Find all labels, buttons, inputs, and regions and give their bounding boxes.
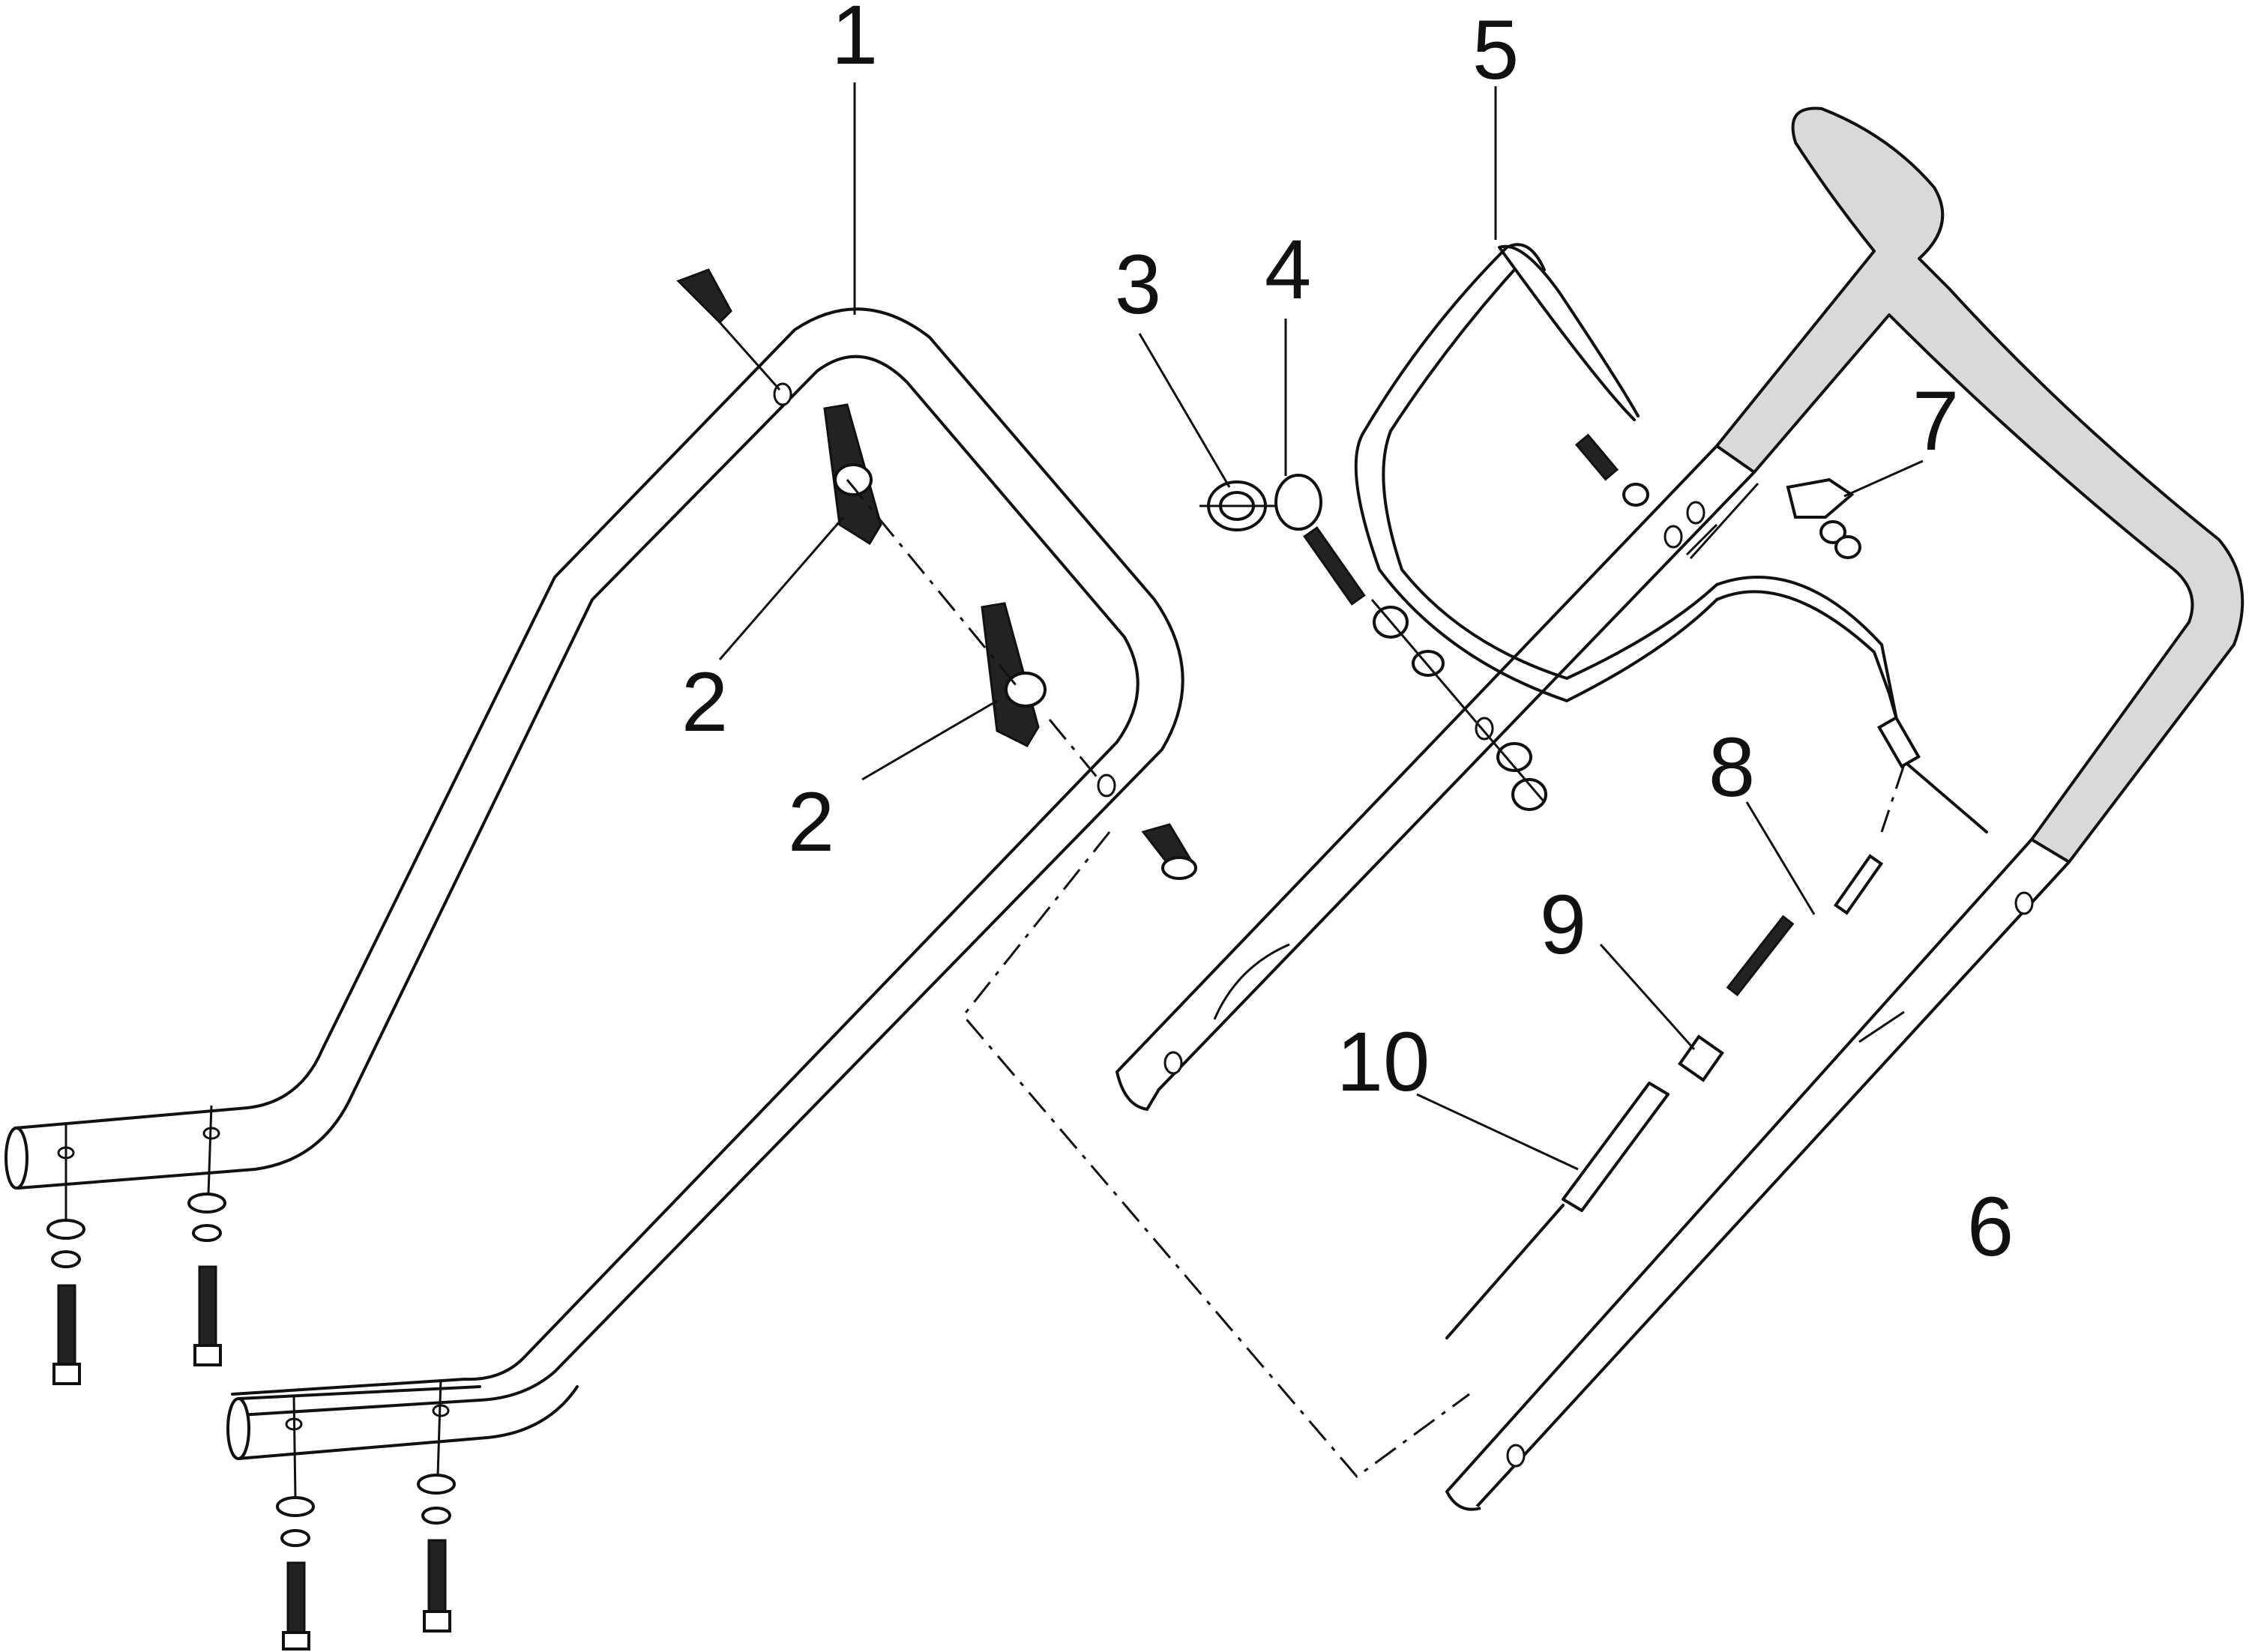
mounting-hardware-right xyxy=(187,1105,226,1366)
mounting-hardware-bottom-left xyxy=(276,1395,315,1651)
handle-knob-upper xyxy=(823,403,882,546)
assembly-alignment-line xyxy=(962,831,1470,1479)
control-bail xyxy=(1354,243,1988,833)
leader-lines xyxy=(718,82,1924,1171)
callout-1: 1 xyxy=(831,0,878,82)
callout-2-lower: 2 xyxy=(788,775,834,869)
callout-8: 8 xyxy=(1708,720,1755,814)
callout-6: 6 xyxy=(1967,1180,2014,1273)
control-cable xyxy=(1726,764,1906,997)
cable-bracket xyxy=(1685,477,1861,560)
callout-4: 4 xyxy=(1265,223,1311,316)
bail-bolt xyxy=(1574,433,1649,507)
callout-10: 10 xyxy=(1337,1015,1430,1109)
lower-handle xyxy=(4,307,1184,1460)
callout-9: 9 xyxy=(1540,878,1586,971)
mounting-hardware-bottom-right xyxy=(417,1378,456,1633)
upper-handle xyxy=(1116,106,2245,1511)
callout-5: 5 xyxy=(1472,3,1519,97)
cable-conduit xyxy=(1445,1082,1670,1339)
mounting-hardware-left xyxy=(46,1124,85,1385)
eye-bolt-hardware xyxy=(1370,599,1547,811)
eye-bolt xyxy=(1274,474,1366,606)
handle-knob-lower xyxy=(981,602,1047,747)
carriage-bolt-top xyxy=(676,268,781,391)
callout-3: 3 xyxy=(1115,238,1161,331)
callout-7: 7 xyxy=(1912,374,1959,468)
callout-labels: 1 2 2 3 4 5 6 7 8 9 10 xyxy=(681,0,2014,1273)
callout-2-upper: 2 xyxy=(681,655,728,749)
knob-hole-line xyxy=(1048,719,1104,784)
cable-adjuster xyxy=(1678,1034,1724,1082)
carriage-bolt-bottom xyxy=(1141,823,1197,880)
